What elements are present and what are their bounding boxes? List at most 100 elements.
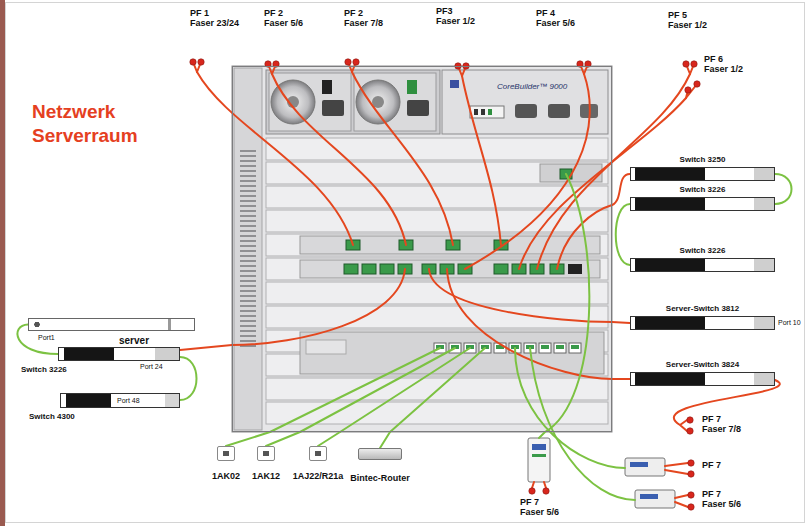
- drawing-part: [356, 80, 400, 124]
- cable-connector: [226, 432, 270, 446]
- switch-box: Server-Switch 3812: [630, 316, 775, 330]
- drawing-part: [470, 106, 504, 118]
- port-label: Port 24: [140, 363, 163, 371]
- cable-connector: [616, 204, 630, 265]
- fiber-label: Faser 5/6: [702, 499, 741, 509]
- drawing-part: [488, 109, 492, 115]
- fiber-label: PF 7: [520, 497, 539, 507]
- drawing-part: [688, 492, 694, 498]
- drawing-part: [450, 80, 459, 88]
- server-box: server: [28, 318, 195, 331]
- copper-cables: [270, 174, 635, 500]
- fiber-label: Faser 7/8: [344, 18, 383, 28]
- drawing-part: [390, 348, 485, 432]
- drawing-part: [266, 378, 608, 400]
- fiber-label: PF 7: [702, 489, 721, 499]
- fiber-label: PF 7: [702, 414, 721, 424]
- drawing-part: [270, 348, 440, 432]
- switch-box: Server-Switch 3824: [630, 372, 775, 386]
- drawing-part: [442, 70, 608, 134]
- device-label: 1AK12: [252, 471, 280, 481]
- drawing-part: [665, 463, 688, 474]
- fiber-label: PF 7: [702, 460, 721, 470]
- drawing-part: [539, 343, 551, 353]
- drawing-part: [266, 234, 608, 256]
- drawing-part: [635, 490, 675, 508]
- cable-connector: [775, 174, 792, 204]
- device-label: server: [119, 335, 149, 346]
- fiber-label: Faser 23/24: [190, 18, 239, 28]
- cable-connector: [612, 322, 630, 323]
- fiber-cables: [193, 62, 780, 507]
- drawing-part: [266, 210, 608, 232]
- device-label: Switch 3226: [680, 246, 726, 256]
- device-label: Port 48: [117, 397, 140, 405]
- fiber-label: PF 2: [344, 8, 363, 18]
- drawing-part: [345, 59, 351, 65]
- drawing-part: [306, 340, 346, 354]
- wall-socket: 1AK02: [217, 446, 235, 461]
- port-label: Port 10: [778, 319, 801, 327]
- drawing-part: [198, 59, 204, 65]
- drawing-part: [530, 348, 635, 500]
- chassis-drawing: [232, 66, 612, 432]
- device-label: Server-Switch 3812: [666, 304, 739, 314]
- drawing-part: [300, 260, 600, 278]
- device-label: Bintec-Router: [350, 473, 410, 483]
- fiber-label: PF 2: [264, 8, 283, 18]
- drawing-part: [353, 59, 359, 65]
- drawing-part: [354, 73, 436, 131]
- drawing-part: [675, 495, 688, 507]
- cable-connector: [612, 378, 630, 380]
- drawing-part: [240, 150, 256, 350]
- wall-socket: 1AJ22/R21a: [309, 446, 327, 461]
- drawing-part: [462, 76, 501, 245]
- cable-connector: [380, 432, 390, 448]
- drawing-part: [688, 460, 694, 466]
- drawing-part: [515, 104, 537, 118]
- drawing-part: [352, 72, 453, 245]
- drawing-part: [694, 81, 700, 87]
- port-label: Port1: [38, 334, 55, 342]
- drawing-part: [683, 61, 689, 67]
- cable-connector: [612, 174, 630, 205]
- drawing-part: [532, 454, 546, 457]
- drawing-part: [266, 306, 608, 328]
- fiber-label: Faser 5/6: [520, 507, 559, 517]
- device-label: 1AK02: [212, 471, 240, 481]
- device-label: Server-Switch 3824: [666, 360, 739, 370]
- drawing-part: [272, 74, 406, 245]
- drawing-part: [407, 100, 429, 116]
- drawing-part: [625, 458, 665, 476]
- drawing-part: [571, 345, 579, 349]
- fiber-label: Faser 1/2: [436, 16, 475, 26]
- cable-connector: [318, 432, 340, 446]
- drawing-part: [554, 343, 566, 353]
- drawing-part: [407, 80, 417, 94]
- drawing-part: [465, 74, 590, 269]
- device-label: Switch 4300: [29, 412, 75, 422]
- cable-connector: [180, 345, 232, 350]
- device-label: Switch 3226: [680, 185, 726, 195]
- drawing-part: [569, 343, 581, 353]
- drawing-part: [269, 73, 351, 131]
- switch-box: Switch 3226: [58, 347, 180, 361]
- switch-box: Switch 3250: [630, 167, 775, 181]
- drawing-part: [300, 236, 600, 254]
- switch-box: Port 48Switch 4300: [60, 393, 180, 408]
- drawing-part: [266, 402, 608, 424]
- drawing-part: [685, 87, 691, 93]
- drawing-part: [541, 345, 549, 349]
- device-label: Switch 3250: [680, 155, 726, 165]
- fiber-label: Faser 7/8: [702, 424, 741, 434]
- drawing-part: [266, 162, 608, 184]
- wall-socket: 1AK12: [257, 446, 275, 461]
- fiber-label: Faser 5/6: [264, 18, 303, 28]
- drawing-part: [529, 488, 535, 494]
- fiber-label: PF 1: [190, 8, 209, 18]
- drawing-part: [630, 462, 648, 467]
- fiber-label: PF 4: [536, 8, 555, 18]
